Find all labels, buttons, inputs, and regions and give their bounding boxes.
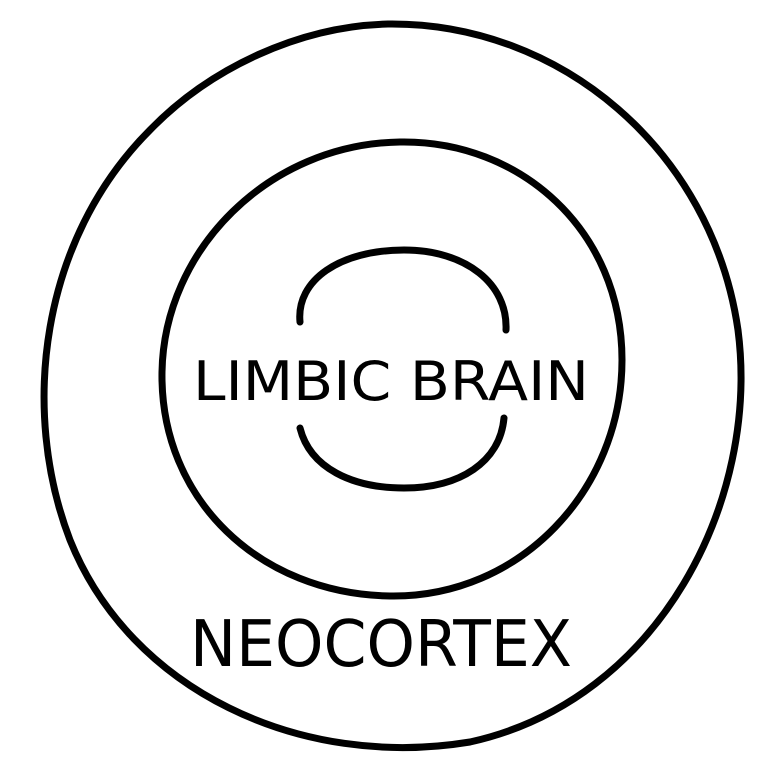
middle-circle [158, 138, 626, 600]
outer-circle [40, 20, 745, 752]
neocortex-label: NEOCORTEX [190, 608, 572, 682]
inner-arc-top [296, 246, 510, 334]
inner-arc-bottom [296, 414, 508, 492]
limbic-brain-label: LIMBIC BRAIN [193, 350, 589, 413]
